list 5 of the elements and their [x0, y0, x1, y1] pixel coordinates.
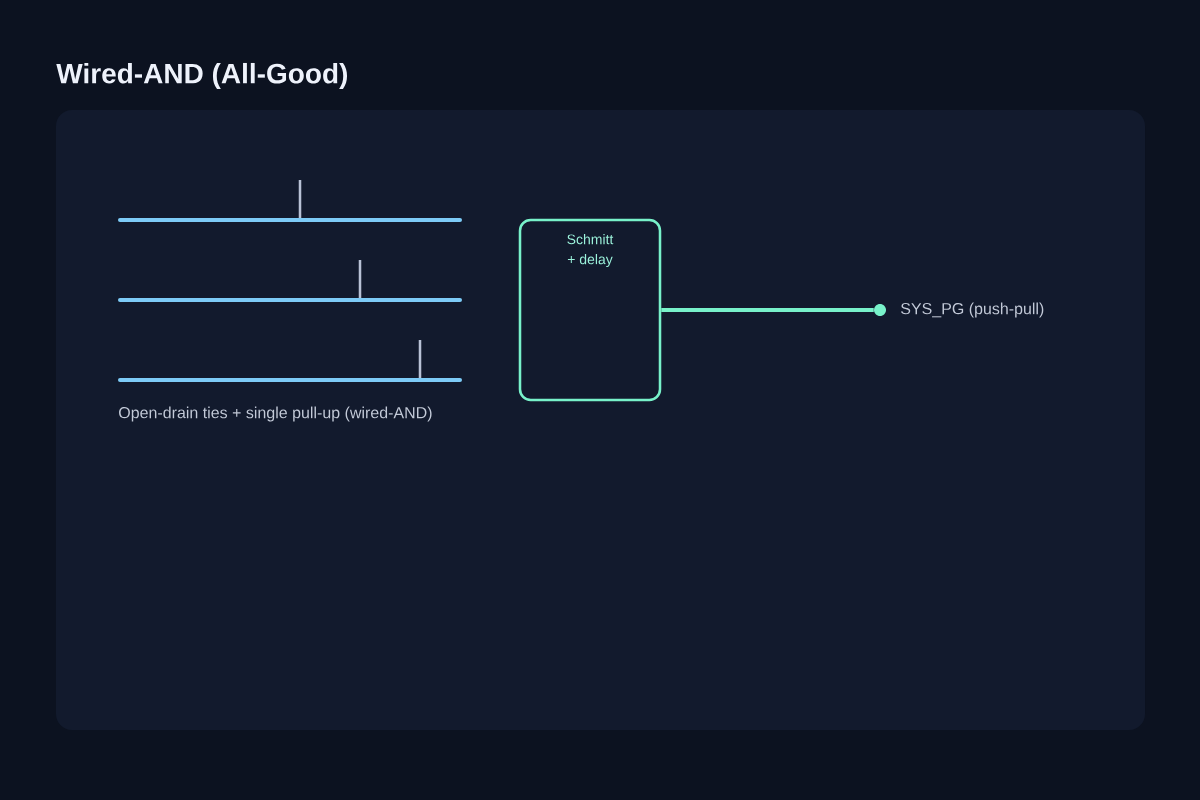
signal-label: SYS_PG (push-pull): [901, 302, 1044, 318]
connector-line: [661, 308, 874, 312]
title: Wired-AND (All-Good): [56, 62, 347, 90]
note-text: Open-drain ties + single pull-up (wired-AND): [119, 406, 432, 422]
process-box: Schmitt + delay: [518, 218, 662, 402]
